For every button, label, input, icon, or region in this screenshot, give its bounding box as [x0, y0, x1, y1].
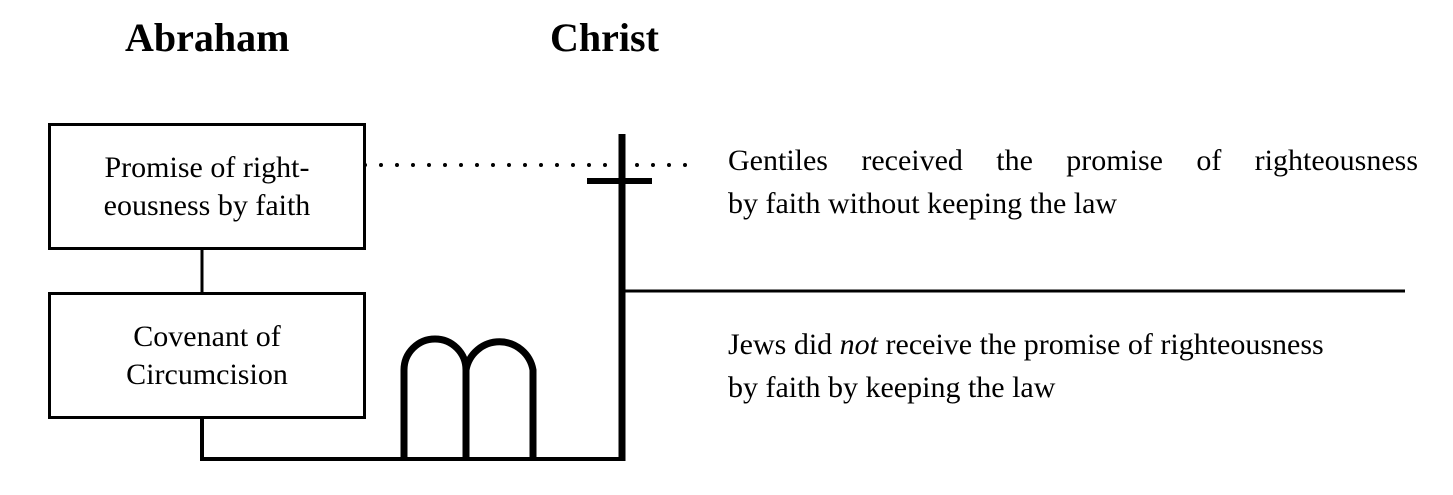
promise-line-2: eousness by faith — [103, 188, 311, 222]
covenant-line-2: Circumcision — [126, 357, 288, 391]
jews-text-before: Jews did — [728, 328, 840, 361]
law-tablets-icon — [400, 335, 537, 459]
jews-emphasis: not — [839, 328, 879, 361]
timeline-baseline — [200, 419, 623, 461]
gentiles-outcome: Gentiles received the promise of righteo… — [728, 139, 1418, 225]
covenant-box: Covenant of Circumcision — [48, 292, 366, 419]
promise-line-1: Promise of right- — [104, 150, 310, 184]
jews-text-after: receive the promise of righteousness — [878, 328, 1324, 361]
promise-box: Promise of right- eousness by faith — [48, 123, 366, 250]
gentiles-line-1: Gentiles received the promise of righteo… — [728, 144, 1418, 177]
covenant-line-1: Covenant of — [133, 319, 281, 353]
jews-outcome: Jews did not receive the promise of righ… — [728, 323, 1418, 409]
christ-heading: Christ — [550, 15, 659, 60]
gentiles-line-2: by faith without keeping the law — [728, 187, 1118, 220]
jews-line-2: by faith by keeping the law — [728, 371, 1056, 404]
jews-line-1: Jews did not receive the promise of righ… — [728, 323, 1418, 366]
abraham-heading: Abraham — [125, 15, 290, 60]
